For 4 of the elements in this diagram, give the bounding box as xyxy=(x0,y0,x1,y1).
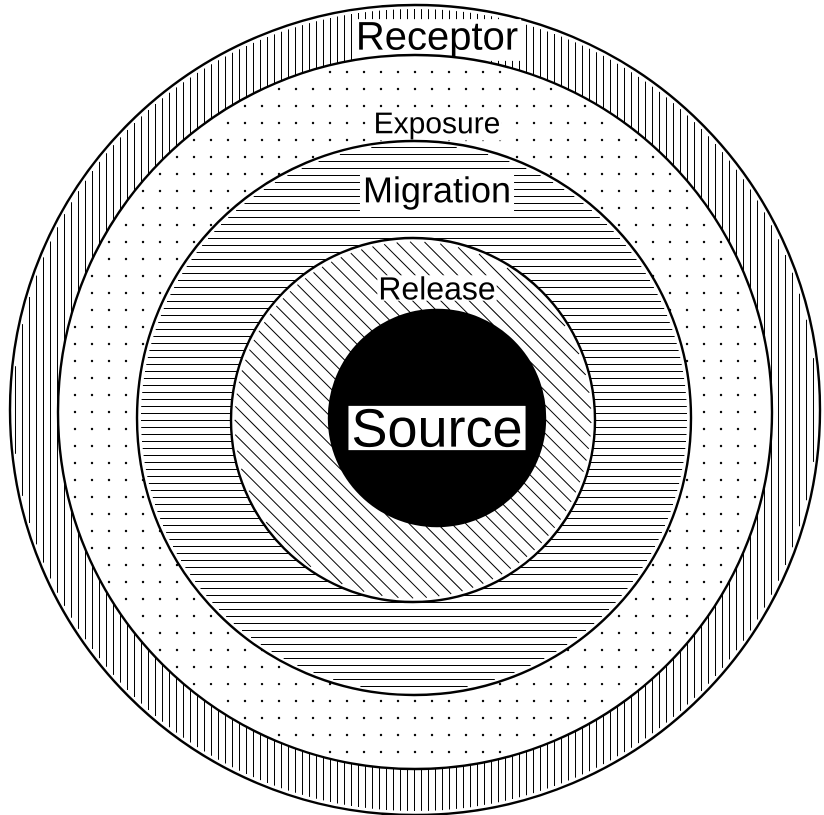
node-label: Release xyxy=(380,276,494,300)
source-disc: Source xyxy=(328,308,546,528)
node-label: Exposure xyxy=(376,112,500,140)
node-label: Migration xyxy=(366,176,509,210)
